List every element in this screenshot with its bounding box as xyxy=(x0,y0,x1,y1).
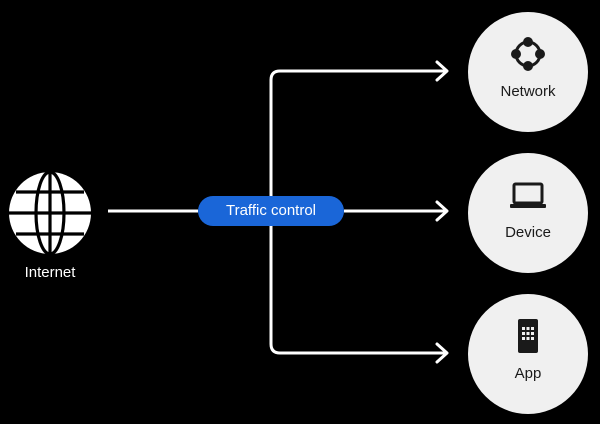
mobile-app-icon xyxy=(508,316,548,356)
device-node: Device xyxy=(468,153,588,273)
arrowhead-app xyxy=(435,342,449,364)
app-node: App xyxy=(468,294,588,414)
traffic-control-pill: Traffic control xyxy=(198,196,344,226)
branch-network-line xyxy=(269,69,446,211)
network-label: Network xyxy=(500,83,556,100)
network-node: Network xyxy=(468,12,588,132)
app-label: App xyxy=(514,365,542,382)
arrowhead-device xyxy=(435,200,449,222)
internet-label: Internet xyxy=(24,264,76,281)
laptop-icon xyxy=(508,175,548,215)
network-nodes-icon xyxy=(508,34,548,74)
branch-app-line xyxy=(269,211,446,355)
arrowhead-network xyxy=(435,60,449,82)
globe-icon xyxy=(8,170,92,256)
device-label: Device xyxy=(505,224,551,241)
